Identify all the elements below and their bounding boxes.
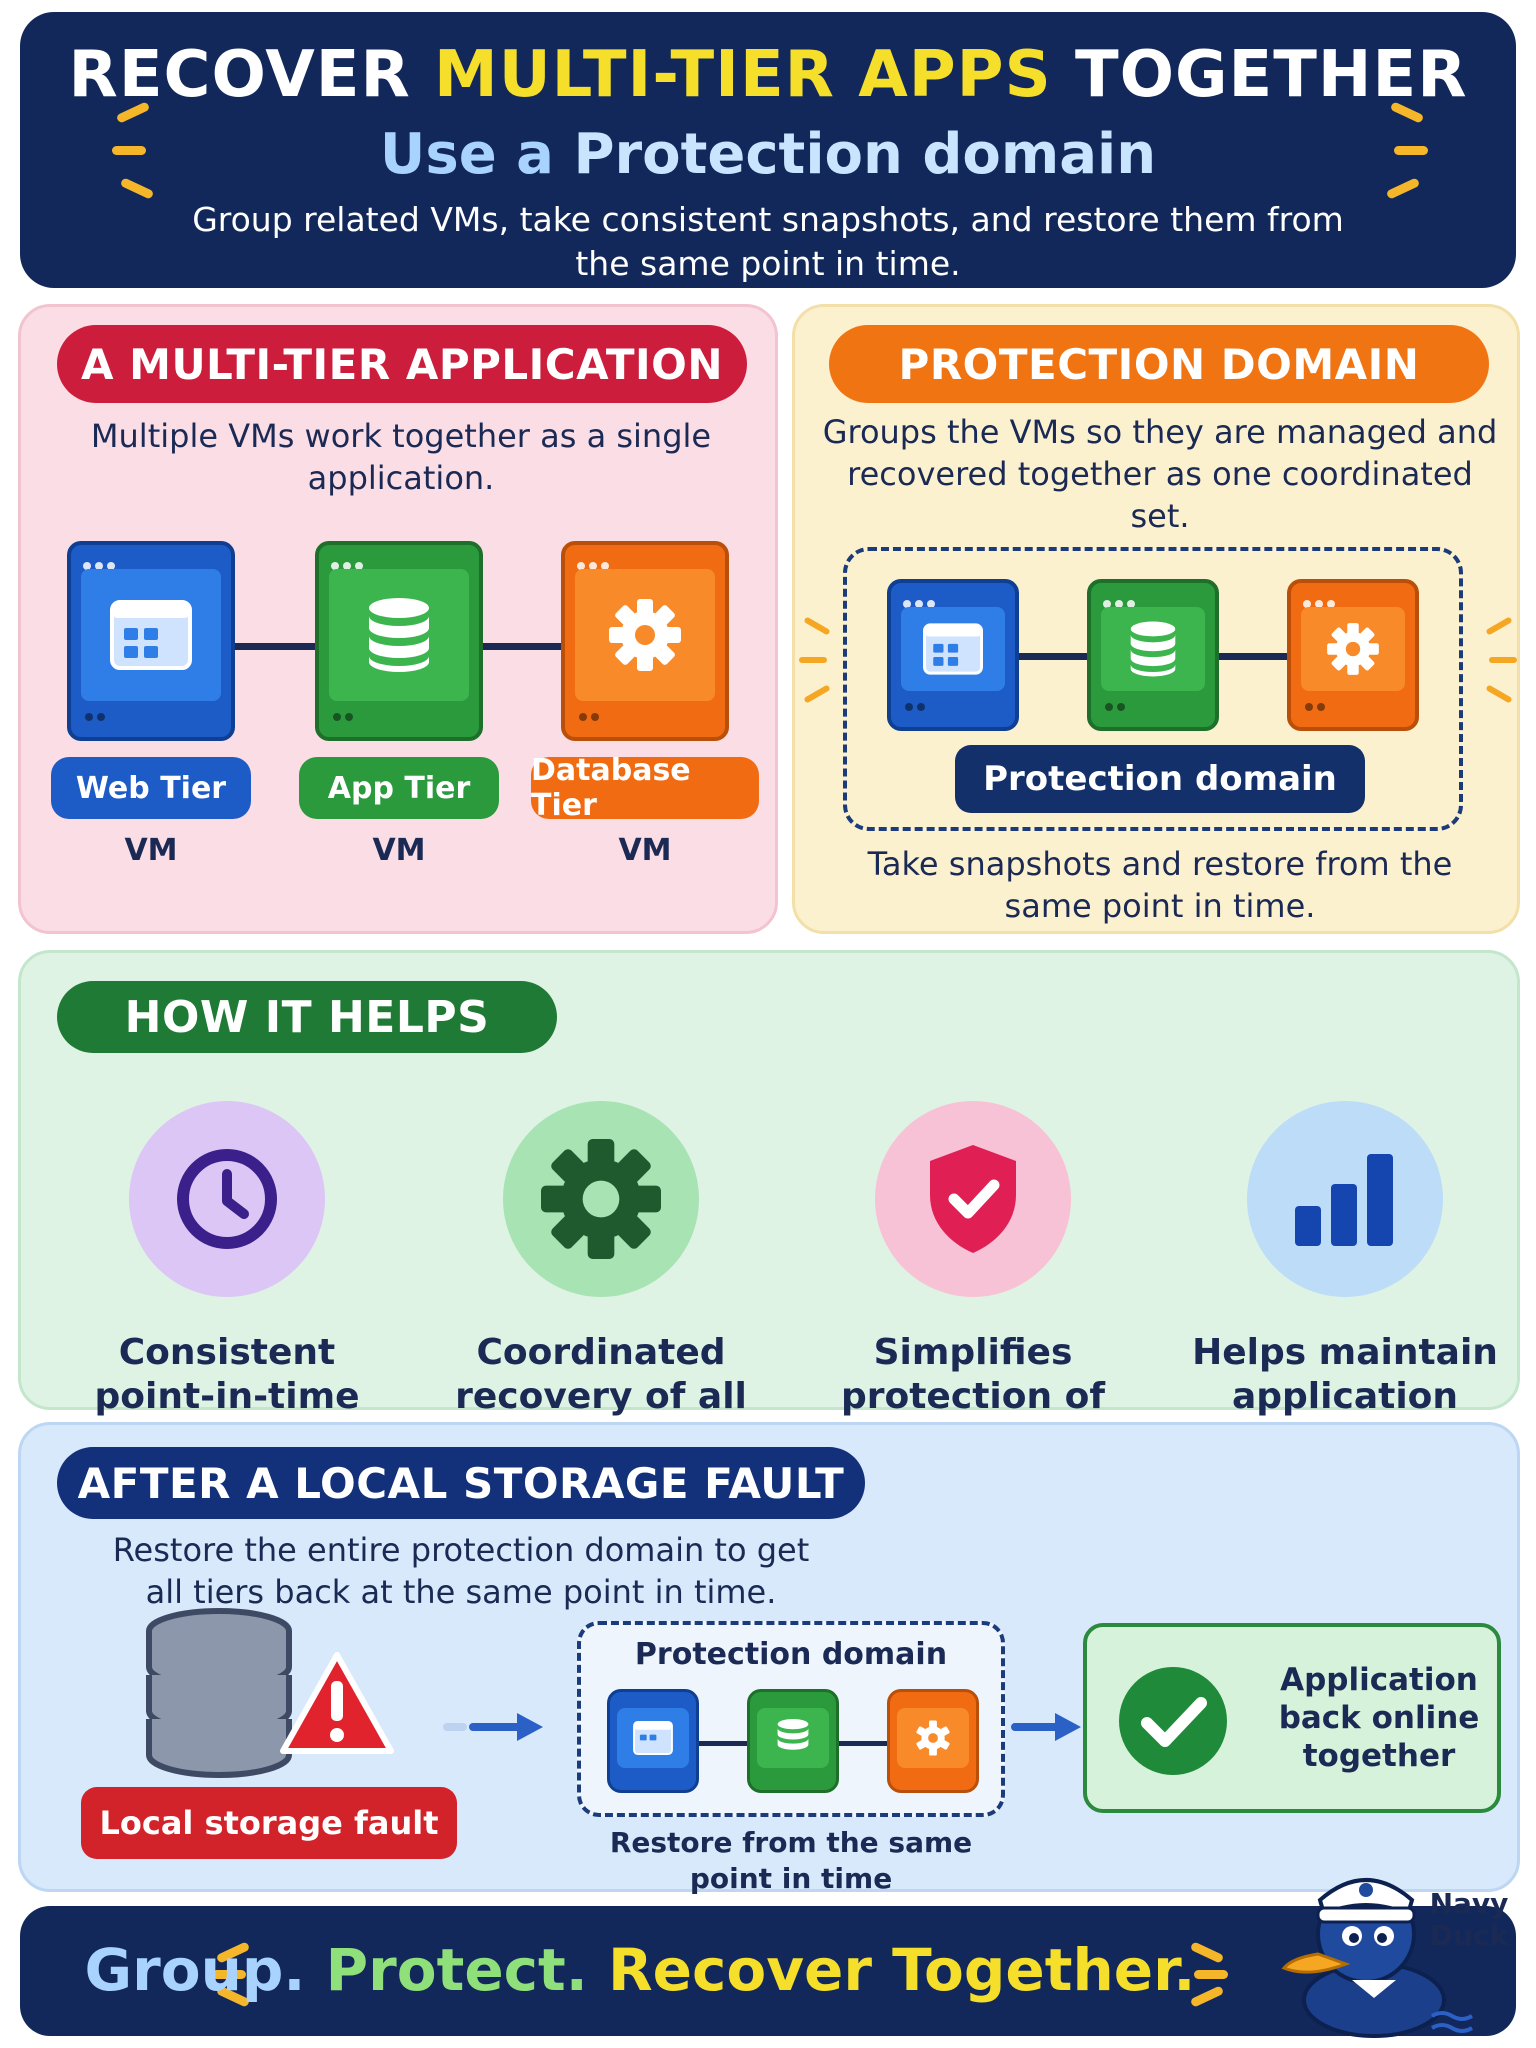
protection-domain-panel: PROTECTION DOMAIN Groups the VMs so they… — [792, 304, 1520, 934]
gear-icon — [609, 599, 681, 671]
storage-fault-icon — [146, 1608, 394, 1778]
spark-decoration — [1194, 1970, 1228, 1979]
database-tier-server — [561, 541, 729, 741]
browser-window-icon — [110, 600, 192, 670]
tagline-word-recover: Recover Together. — [608, 1936, 1196, 2004]
footer-banner: Group. Protect. Recover Together. — [20, 1906, 1516, 2036]
section-title: AFTER A LOCAL STORAGE FAULT — [57, 1447, 865, 1519]
benefit-icon-circle — [1247, 1101, 1443, 1297]
tagline-word-protect: Protect. — [325, 1936, 588, 2004]
section-description: Multiple VMs work together as a single a… — [90, 417, 712, 497]
section-description: Restore the entire protection domain to … — [112, 1531, 810, 1611]
subtitle-part-2: Protection domain — [573, 122, 1157, 187]
footer-tagline: Group. Protect. Recover Together. — [20, 1936, 1260, 2004]
spark-decoration — [212, 1970, 246, 1979]
shield-check-icon — [930, 1145, 1016, 1253]
benefit-item: Helps maintain application consistency — [1185, 1101, 1505, 1463]
section-title: PROTECTION DOMAIN — [829, 325, 1489, 403]
arrow-right-icon — [1011, 1713, 1081, 1741]
spark-decoration — [803, 616, 831, 636]
page-subtitle: Use a Protection domain — [20, 122, 1516, 187]
protection-domain-group: Protection domain — [577, 1621, 1005, 1817]
benefit-item: Coordinated recovery of all VMs — [441, 1101, 761, 1463]
benefit-icon-circle — [129, 1101, 325, 1297]
section-footer-text: Take snapshots and restore from the same… — [867, 845, 1453, 925]
section-title: A MULTI-TIER APPLICATION — [57, 325, 747, 403]
fault-label: Local storage fault — [81, 1787, 457, 1859]
database-icon — [777, 1719, 809, 1750]
spark-decoration — [1485, 616, 1513, 636]
spark-decoration — [1485, 684, 1513, 704]
web-tier-server — [887, 579, 1019, 731]
navy-duck-mascot-icon — [1281, 1878, 1474, 2038]
benefit-item: Consistent point-in-time snapshots — [67, 1101, 387, 1463]
tagline-word-group: Group. — [84, 1936, 306, 2004]
gear-icon — [541, 1139, 661, 1259]
spark-decoration — [1489, 657, 1517, 663]
section-title: HOW IT HELPS — [57, 981, 557, 1053]
database-tier-server — [1287, 579, 1419, 731]
benefit-icon-circle — [875, 1101, 1071, 1297]
web-tier-label: Web Tier — [51, 757, 251, 819]
arrow-right-icon — [443, 1713, 543, 1741]
browser-window-icon — [923, 623, 983, 675]
web-tier-vm-label: VM — [124, 833, 178, 868]
app-tier-server — [315, 541, 483, 741]
header-description: Group related VMs, take consistent snaps… — [192, 200, 1344, 283]
app-tier-server — [747, 1689, 839, 1793]
web-tier-server — [67, 541, 235, 741]
gear-icon — [1327, 623, 1379, 675]
how-it-helps-panel: HOW IT HELPS Consistent point-in-time sn… — [18, 950, 1520, 1461]
page-title: RECOVER MULTI-TIER APPS TOGETHER — [20, 38, 1516, 112]
protection-domain-title: Protection domain — [634, 1637, 948, 1672]
storage-fault-panel: AFTER A LOCAL STORAGE FAULT Restore the … — [18, 1422, 1520, 1895]
section-description: Groups the VMs so they are managed and r… — [822, 413, 1498, 535]
restore-caption: Restore from the same point in time — [609, 1826, 973, 1895]
title-part-2: TOGETHER — [1051, 38, 1468, 112]
protection-domain-label: Protection domain — [955, 745, 1365, 813]
browser-window-icon — [633, 1721, 673, 1755]
header-banner: RECOVER MULTI-TIER APPS TOGETHER Use a P… — [20, 12, 1516, 288]
multi-tier-application-panel: A MULTI-TIER APPLICATION Multiple VMs wo… — [18, 304, 778, 934]
benefit-item: Simplifies protection of multi-tier apps — [813, 1101, 1133, 1463]
title-part-1: RECOVER — [68, 38, 434, 112]
spark-decoration — [1394, 146, 1428, 155]
database-icon — [1130, 621, 1176, 677]
app-tier-label: App Tier — [299, 757, 499, 819]
spark-decoration — [112, 146, 146, 155]
database-tier-label: Database Tier — [531, 753, 759, 823]
title-highlight: MULTI-TIER APPS — [434, 38, 1052, 112]
database-tier-server — [887, 1689, 979, 1793]
spark-decoration — [803, 684, 831, 704]
application-online-text: Application back online together — [1278, 1662, 1480, 1774]
app-tier-server — [1087, 579, 1219, 731]
protection-domain-group — [843, 547, 1463, 831]
clock-icon — [177, 1149, 277, 1249]
bar-chart-icon — [1295, 1154, 1393, 1246]
check-circle-icon — [1119, 1667, 1227, 1775]
benefit-icon-circle — [503, 1101, 699, 1297]
database-icon — [369, 598, 429, 672]
application-online-box: Application back online together — [1083, 1623, 1501, 1813]
database-tier-vm-label: VM — [618, 833, 672, 868]
subtitle-part-1: Use a — [379, 122, 574, 187]
spark-decoration — [799, 657, 827, 663]
app-tier-vm-label: VM — [372, 833, 426, 868]
mascot-label: Navy Duck — [1429, 1887, 1509, 1952]
web-tier-server — [607, 1689, 699, 1793]
gear-icon — [916, 1720, 950, 1756]
